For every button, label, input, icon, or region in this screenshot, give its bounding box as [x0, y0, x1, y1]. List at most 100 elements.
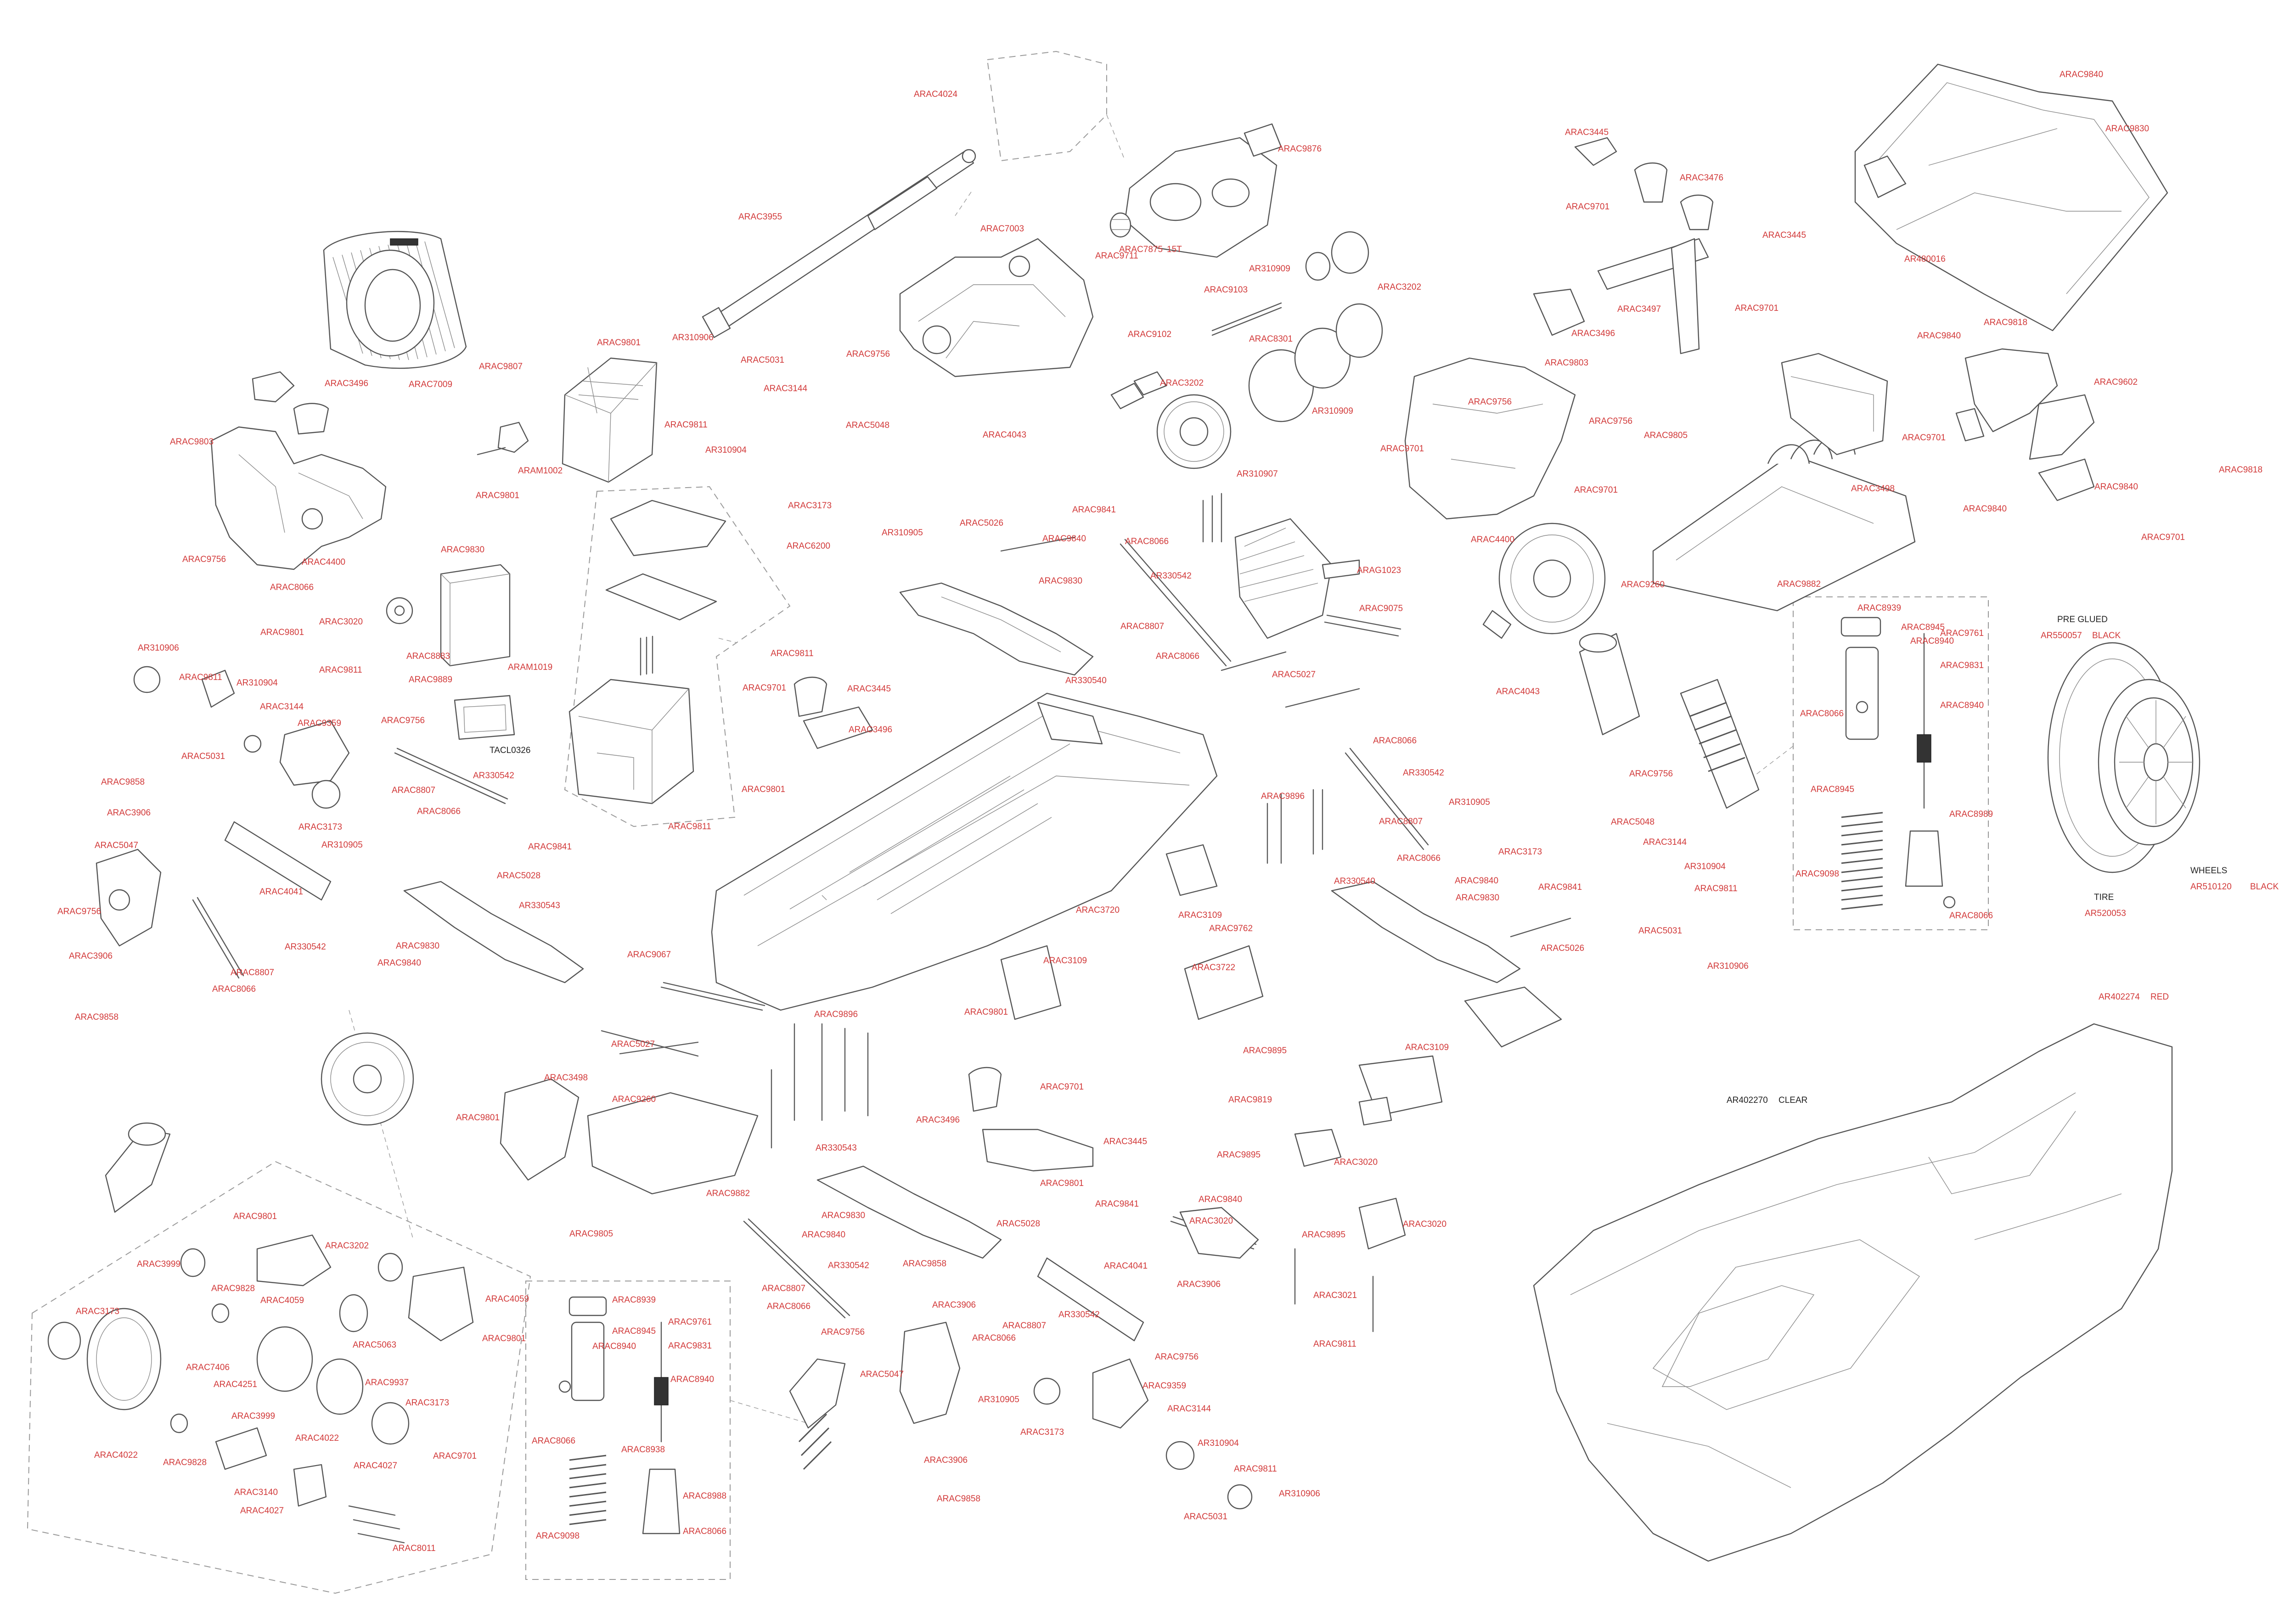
part-label: ARAC4022 [94, 1450, 138, 1460]
part-label: ARAC9895 [1217, 1150, 1261, 1160]
part-label: 15T [1167, 245, 1182, 254]
rear-wing-part [1854, 63, 2168, 332]
part-label: AR402274 [2099, 992, 2140, 1002]
part-label: ARAC9711 [1095, 251, 1138, 261]
part-label: ARAC8807 [1120, 622, 1165, 631]
part-label: ARAC3497 [1617, 304, 1661, 314]
part-label: AR330542 [1058, 1310, 1100, 1320]
center-driveshaft-part [702, 149, 976, 338]
part-label: ARAC5031 [181, 752, 225, 761]
part-label: TACL0326 [490, 746, 531, 755]
part-label: ARAC4024 [914, 90, 958, 99]
part-label: ARAC8939 [612, 1295, 656, 1305]
part-label: ARAC3109 [1178, 910, 1222, 920]
part-label: ARAC7003 [980, 224, 1024, 234]
part-label: ARAC9602 [2094, 377, 2138, 387]
part-label: AR330542 [828, 1261, 869, 1270]
part-label: ARAC3173 [405, 1398, 450, 1408]
part-label: AR310906 [672, 333, 714, 343]
part-label: ARAC9102 [1128, 330, 1172, 339]
part-label: AR310905 [321, 840, 363, 850]
part-label: ARAC8066 [1800, 709, 1844, 719]
part-label: ARAC5027 [1272, 670, 1316, 680]
part-label: ARAC9801 [964, 1007, 1008, 1017]
part-label: ARAC3021 [1313, 1291, 1357, 1300]
part-label: ARAC9701 [1566, 202, 1610, 212]
part-label: AR310904 [1198, 1438, 1239, 1448]
part-label: ARAC3906 [69, 951, 113, 961]
part-label: ARAC9803 [170, 437, 214, 447]
part-label: ARAC3109 [1043, 956, 1087, 966]
switch-part [454, 695, 515, 740]
front-shock-exploded-part [558, 1296, 681, 1534]
part-label: AR310909 [1312, 406, 1353, 416]
part-label: ARAC4027 [240, 1506, 284, 1516]
front-knuckle-right-part [899, 1321, 1253, 1510]
pinion-gear-part [1109, 212, 1131, 238]
part-label: ARAC9701 [433, 1451, 477, 1461]
part-label: ARAC8066 [417, 807, 461, 816]
part-label: TIRE [2094, 893, 2114, 902]
part-label: ARAC3202 [1378, 282, 1422, 292]
part-label: ARAC8945 [612, 1326, 656, 1336]
front-knuckle-left-part [133, 666, 350, 809]
part-label: ARAC9701 [743, 683, 787, 693]
part-label: ARAC9701 [2141, 533, 2185, 542]
front-electronics-box-outline [564, 486, 791, 827]
part-label: AR310905 [882, 528, 923, 538]
part-label: ARAC9818 [1984, 318, 2028, 327]
part-label: ARAC3173 [76, 1307, 120, 1316]
part-label: ARAC9761 [1940, 629, 1984, 638]
part-label: ARAC9762 [1209, 924, 1253, 933]
part-label: ARAC9811 [1234, 1464, 1277, 1474]
part-label: ARAC3173 [1020, 1427, 1064, 1437]
part-label: ARAC9830 [822, 1211, 866, 1220]
part-label: ARAC3020 [1403, 1219, 1447, 1229]
part-label: ARAC8807 [762, 1284, 806, 1293]
part-label: BLACK [2092, 631, 2121, 641]
part-label: ARAC8940 [1940, 701, 1984, 710]
part-label: ARAC9830 [2105, 124, 2150, 134]
part-label: ARAC9895 [1243, 1046, 1287, 1056]
rear-diff-part [1482, 523, 1606, 639]
part-label: ARAC9896 [814, 1010, 858, 1019]
steering-rack-part [1179, 1129, 1406, 1332]
front-hub-left-part [96, 848, 162, 947]
part-label: ARAC3906 [924, 1455, 968, 1465]
part-label: AR310905 [1449, 798, 1490, 807]
part-label: ARAC9756 [182, 555, 226, 564]
front-shock-mid-part [789, 1358, 846, 1470]
part-label: ARAC8988 [683, 1491, 727, 1501]
part-label: ARAC9876 [1278, 144, 1322, 154]
part-label: ARAC5028 [996, 1219, 1041, 1229]
part-label: ARAC9882 [1777, 579, 1821, 589]
part-label: ARAC3144 [260, 702, 304, 712]
rear-shock-assembled-part [1579, 633, 1760, 809]
part-label: ARAC9801 [233, 1212, 277, 1221]
part-label: ARAC9756 [1589, 416, 1633, 426]
part-label: ARAC3144 [1167, 1404, 1211, 1414]
part-label: AR330540 [1065, 676, 1107, 686]
part-label: ARAC9067 [627, 950, 671, 960]
part-label: ARAC9841 [1072, 505, 1116, 515]
front-driveshaft-right-part [1037, 1257, 1144, 1342]
servo-part [386, 564, 511, 667]
part-label: ARAC3020 [319, 617, 363, 627]
part-label: ARAC3020 [1189, 1216, 1233, 1226]
part-label: ARAC3202 [1160, 378, 1204, 388]
part-label: ARAC9801 [476, 491, 520, 500]
part-label: ARAC3999 [231, 1411, 276, 1421]
part-label: ARAC9756 [1629, 769, 1673, 779]
part-label: ARAC9756 [1155, 1352, 1199, 1362]
part-label: ARAC9801 [260, 628, 304, 637]
rear-shock-exploded-part [1840, 617, 1956, 910]
center-gearbox-housing-part [899, 238, 1094, 377]
part-label: ARAC9840 [802, 1230, 846, 1240]
part-label: ARAC4251 [214, 1380, 258, 1389]
part-label: ARAC9103 [1204, 285, 1248, 295]
part-label: ARAC5047 [860, 1370, 904, 1379]
part-label: ARAC9840 [1963, 504, 2007, 514]
part-label: ARAC4043 [1496, 687, 1540, 697]
body-shell-part [1533, 1023, 2173, 1562]
